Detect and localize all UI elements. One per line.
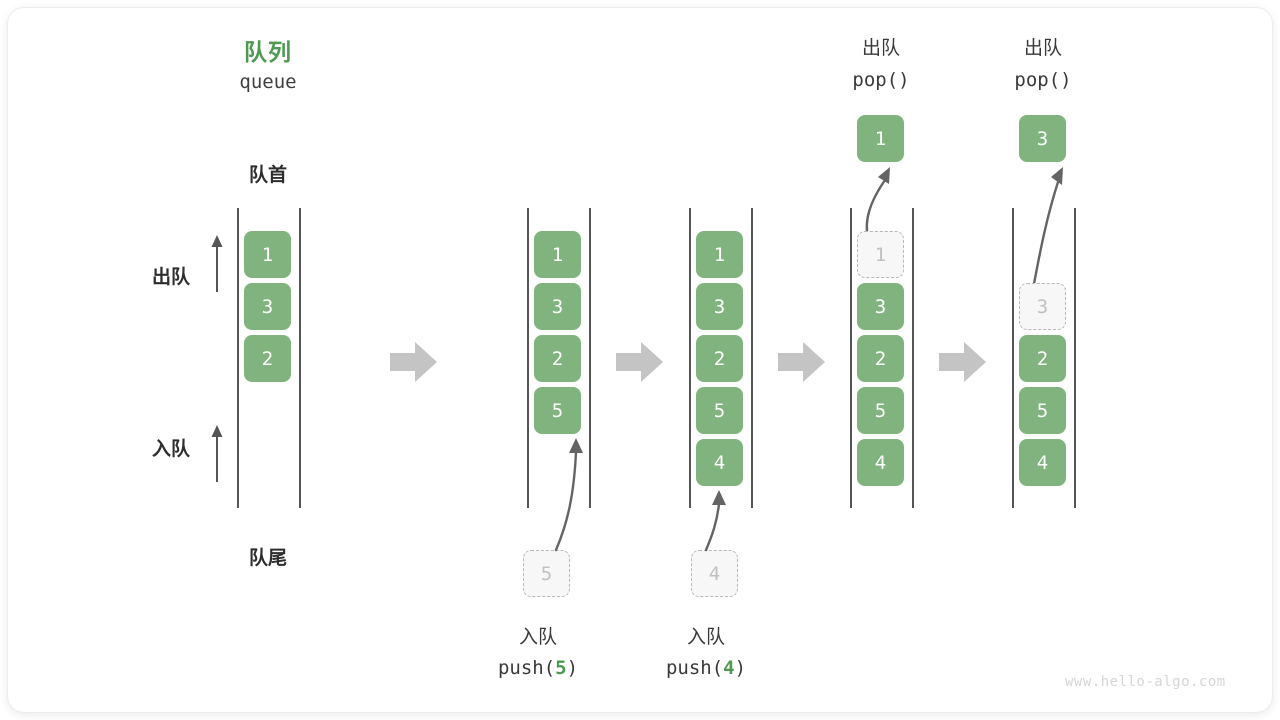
push-code-suffix-4: ): [734, 657, 747, 679]
queue-cell: 5: [534, 387, 581, 434]
dequeue-direction-arrow: [211, 235, 223, 292]
pop-label-cn-3: 出队: [1023, 37, 1062, 59]
dequeue-side-label: 出队: [151, 266, 190, 288]
queue-cell: 3: [696, 283, 743, 330]
push-arrow-4: [704, 490, 726, 552]
queue-cell: 3: [244, 283, 291, 330]
popped-cell: 3: [1019, 115, 1066, 162]
push-source-cell: 5: [523, 550, 570, 597]
queue-cell: 4: [857, 439, 904, 486]
queue-cell: 5: [857, 387, 904, 434]
push-code-prefix-4: push(: [665, 657, 724, 679]
queue-cell-ghost: 3: [1019, 283, 1066, 330]
queue-cell: 1: [534, 231, 581, 278]
watermark: www.hello-algo.com: [1065, 674, 1226, 690]
push-code-4: push(4): [646, 657, 766, 679]
popped-cell: 1: [857, 115, 904, 162]
queue-cell: 2: [1019, 335, 1066, 382]
pop-arrow-3: [1030, 167, 1063, 296]
queue-cell: 5: [1019, 387, 1066, 434]
queue-cell: 5: [696, 387, 743, 434]
queue-cell: 2: [244, 335, 291, 382]
queue-cell: 1: [244, 231, 291, 278]
push-label-cn-5: 入队: [518, 626, 557, 648]
step-arrow-icon: [939, 342, 986, 382]
rail-left-stage4: [850, 208, 852, 508]
rail-left-stage5: [1012, 208, 1014, 508]
push-source-cell: 4: [691, 550, 738, 597]
push-arrow-5: [554, 438, 583, 552]
queue-cell-ghost: 1: [857, 231, 904, 278]
push-code-num-4: 4: [723, 657, 735, 679]
queue-cell: 2: [857, 335, 904, 382]
queue-title-en: queue: [239, 71, 297, 93]
rail-right-stage2: [589, 208, 591, 508]
queue-cell: 2: [534, 335, 581, 382]
rail-left-stage1: [237, 208, 239, 508]
queue-cell: 2: [696, 335, 743, 382]
queue-cell: 4: [696, 439, 743, 486]
queue-title-cn: 队列: [244, 40, 292, 66]
rail-right-stage1: [299, 208, 301, 508]
push-code-prefix-5: push(: [497, 657, 556, 679]
step-arrow-icon: [390, 342, 437, 382]
enqueue-side-label: 入队: [151, 438, 190, 460]
queue-cell: 4: [1019, 439, 1066, 486]
enqueue-direction-arrow: [211, 425, 223, 482]
rear-label: 队尾: [248, 547, 287, 569]
rail-left-stage2: [527, 208, 529, 508]
pop-label-cn-1: 出队: [861, 37, 900, 59]
push-code-suffix-5: ): [566, 657, 579, 679]
rail-right-stage3: [751, 208, 753, 508]
push-label-cn-4: 入队: [686, 626, 725, 648]
rail-right-stage4: [912, 208, 914, 508]
queue-cell: 3: [534, 283, 581, 330]
front-label: 队首: [248, 164, 287, 186]
queue-cell: 1: [696, 231, 743, 278]
rail-right-stage5: [1074, 208, 1076, 508]
rail-left-stage3: [689, 208, 691, 508]
queue-cell: 3: [857, 283, 904, 330]
step-arrow-icon: [616, 342, 663, 382]
push-code-5: push(5): [478, 657, 598, 679]
pop-code-3: pop(): [1014, 69, 1072, 91]
step-arrow-icon: [778, 342, 825, 382]
pop-code-1: pop(): [852, 69, 910, 91]
push-code-num-5: 5: [555, 657, 567, 679]
